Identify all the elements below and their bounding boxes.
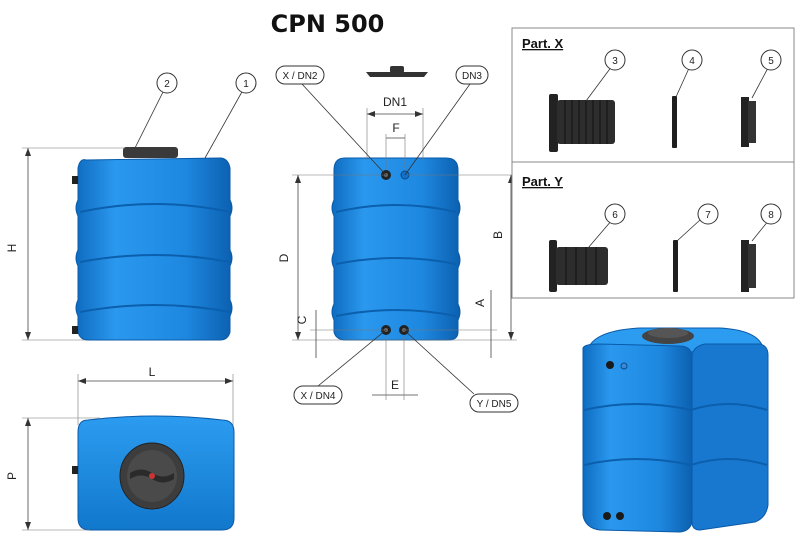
dim-D: D [277,253,291,262]
callout-x-dn4: X / DN4 [300,391,335,402]
part-6-fitting [549,240,608,292]
callout-1: 1 [243,79,249,90]
part-y-label: Part. Y [522,174,563,189]
callout-7: 7 [705,210,711,221]
side-view: DN1 F D B C A E X / DN2 [275,65,519,413]
iso-front-face [582,343,693,533]
dim-H: H [5,244,19,253]
callout-x-dn2: X / DN2 [282,71,317,82]
dim-C: C [295,315,309,324]
callout-y-dn5: Y / DN5 [477,399,512,410]
dim-F: F [392,121,399,135]
callout-dn3: DN3 [462,71,482,82]
part-5-nut [741,97,756,147]
parts-panel: Part. X Part. Y 3 4 5 [511,27,795,299]
part-8-nut [741,240,756,292]
dim-L: L [149,365,156,379]
dim-E: E [391,378,399,392]
dim-A: A [473,299,487,307]
front-view: H 2 1 [5,72,257,341]
dim-B: B [491,231,505,239]
front-lid [123,147,178,158]
dim-P: P [5,472,19,480]
front-tank-body [75,157,233,341]
part-4-gasket [672,96,677,148]
part-3-fitting [549,94,615,152]
lid-profile [366,72,428,77]
dim-DN1: DN1 [383,95,407,109]
callout-6: 6 [612,210,618,221]
isometric-view [582,327,769,533]
callout-4: 4 [689,56,695,67]
callout-3: 3 [612,56,618,67]
part-x-label: Part. X [522,36,564,51]
callout-8: 8 [768,210,774,221]
part-7-gasket [673,240,678,292]
callout-5: 5 [768,56,774,67]
drawing-title: CPN 500 [270,10,385,38]
top-view: L P [5,365,235,531]
iso-side-face [691,343,769,531]
callout-2: 2 [164,79,170,90]
